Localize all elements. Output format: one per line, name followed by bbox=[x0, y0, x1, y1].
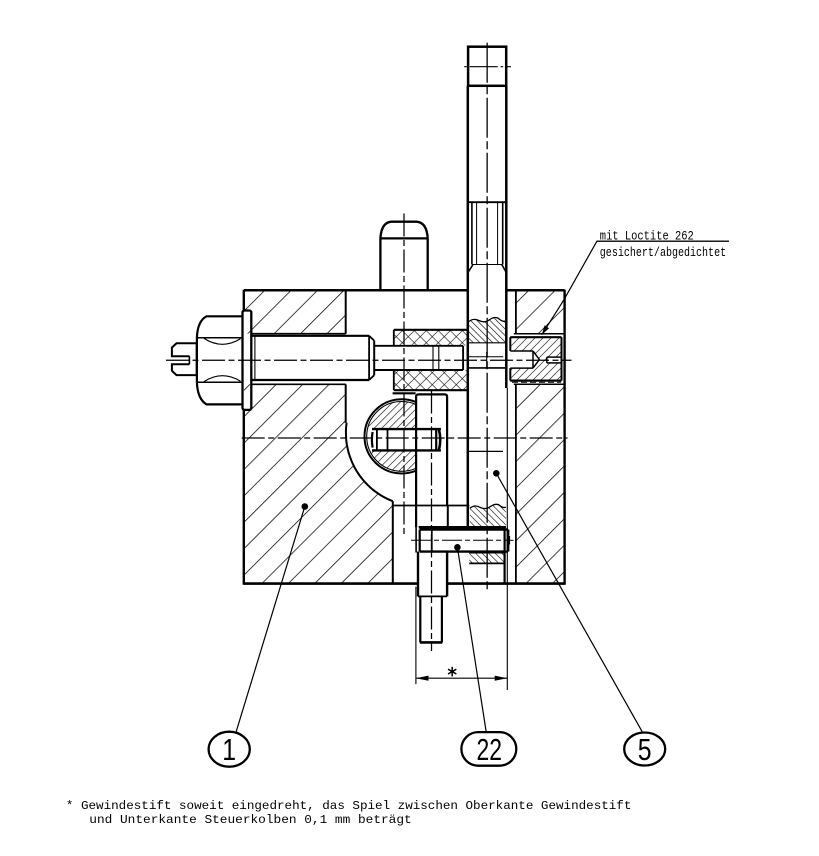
svg-text:* Gewindestift soweit eingedre: * Gewindestift soweit eingedreht, das Sp… bbox=[66, 799, 632, 813]
svg-text:5: 5 bbox=[638, 733, 652, 767]
svg-text:gesichert/abgedichtet: gesichert/abgedichtet bbox=[600, 245, 726, 260]
svg-text:und Unterkante Steuerkolben 0,: und Unterkante Steuerkolben 0,1 mm beträ… bbox=[89, 813, 411, 827]
svg-text:mit Loctite 262: mit Loctite 262 bbox=[600, 229, 694, 244]
svg-text:22: 22 bbox=[477, 732, 502, 767]
svg-text:1: 1 bbox=[222, 733, 236, 767]
